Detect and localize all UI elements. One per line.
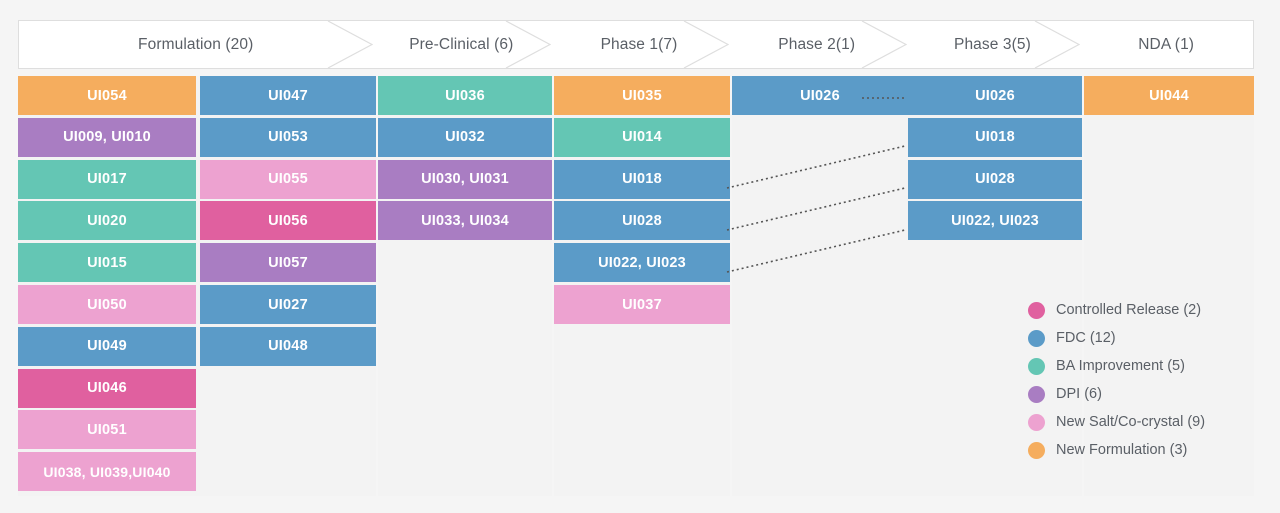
project-cell[interactable]: UI026 [908,76,1082,115]
project-cell[interactable]: UI009, UI010 [18,117,196,157]
legend-color-dot-icon [1028,385,1045,403]
legend-item[interactable]: New Salt/Co-crystal (9) [1028,412,1205,432]
phase-tab-label: Pre-Clinical (6) [409,35,514,53]
chevron-right-icon [683,21,729,68]
legend-item[interactable]: DPI (6) [1028,384,1205,404]
project-cell[interactable]: UI050 [18,285,196,324]
phase-tab-label: Phase 1(7) [600,35,678,53]
legend-item-label: Controlled Release (2) [1056,302,1202,318]
phase-tab-3[interactable]: Phase 1(7) [550,21,729,68]
project-cell[interactable]: UI022, UI023 [554,243,730,283]
legend-color-dot-icon [1028,329,1045,347]
legend-item[interactable]: Controlled Release (2) [1028,300,1205,320]
legend: Controlled Release (2) FDC (12) BA Improve… [1028,300,1205,460]
phase-tab-label: NDA (1) [1138,35,1195,53]
project-cell[interactable]: UI046 [18,368,196,408]
phase-tab-5[interactable]: Phase 3(5) [906,21,1081,68]
legend-item-label: New Formulation (3) [1056,442,1188,458]
legend-color-dot-icon [1028,413,1045,431]
chevron-right-icon [861,21,907,68]
phase-tab-2[interactable]: Pre-Clinical (6) [372,21,552,68]
legend-item[interactable]: New Formulation (3) [1028,440,1205,460]
project-cell[interactable]: UI048 [200,326,376,366]
legend-item-label: FDC (12) [1056,330,1116,346]
column-lane-6 [1084,76,1254,496]
project-cell[interactable]: UI054 [18,76,196,115]
project-cell[interactable]: UI028 [908,159,1082,199]
project-cell[interactable]: UI028 [554,201,730,241]
phase-tab-label: Phase 2(1) [778,35,856,53]
project-cell[interactable]: UI035 [554,76,730,115]
project-cell[interactable]: UI056 [200,201,376,241]
project-cell[interactable]: UI018 [908,117,1082,157]
project-cell[interactable]: UI036 [378,76,552,115]
project-cell[interactable]: UI022, UI023 [908,201,1082,241]
legend-item-label: BA Improvement (5) [1056,358,1185,374]
project-cell[interactable]: UI033, UI034 [378,201,552,241]
project-cell[interactable]: UI044 [1084,76,1254,115]
legend-item[interactable]: FDC (12) [1028,328,1205,348]
project-cell[interactable]: UI017 [18,159,196,199]
project-cell[interactable]: UI055 [200,159,376,199]
phase-header: Formulation (20) Pre-Clinical (6) Phase 1(… [18,20,1254,69]
project-cell[interactable]: UI020 [18,201,196,241]
project-cell[interactable]: UI038, UI039,UI040 [18,452,196,492]
project-cell[interactable]: UI015 [18,243,196,283]
phase-tab-1[interactable]: Formulation (20) [19,21,374,68]
legend-item-label: DPI (6) [1056,386,1102,402]
project-cell[interactable]: UI057 [200,243,376,283]
chevron-right-icon [327,21,374,68]
column-phase-2: UI026 [732,76,908,496]
column-nda: UI044 [1084,76,1254,496]
phase-tab-4[interactable]: Phase 2(1) [728,21,907,68]
legend-item-label: New Salt/Co-crystal (9) [1056,414,1206,430]
legend-color-dot-icon [1028,441,1045,459]
phase-tab-6[interactable]: NDA (1) [1079,21,1253,68]
legend-color-dot-icon [1028,357,1045,375]
project-cell[interactable]: UI026 [732,76,908,115]
project-cell[interactable]: UI051 [18,410,196,450]
project-cell[interactable]: UI049 [18,326,196,366]
project-cell[interactable]: UI053 [200,117,376,157]
project-cell[interactable]: UI047 [200,76,376,115]
project-cell[interactable]: UI037 [554,285,730,324]
phase-tab-label: Formulation (20) [138,35,254,53]
legend-item[interactable]: BA Improvement (5) [1028,356,1205,376]
project-cell[interactable]: UI032 [378,117,552,157]
project-cell[interactable]: UI014 [554,117,730,157]
legend-color-dot-icon [1028,301,1045,319]
chevron-right-icon [1034,21,1081,68]
project-cell[interactable]: UI018 [554,159,730,199]
phase-tab-label: Phase 3(5) [954,35,1031,53]
project-cell[interactable]: UI030, UI031 [378,159,552,199]
project-cell[interactable]: UI027 [200,285,376,324]
